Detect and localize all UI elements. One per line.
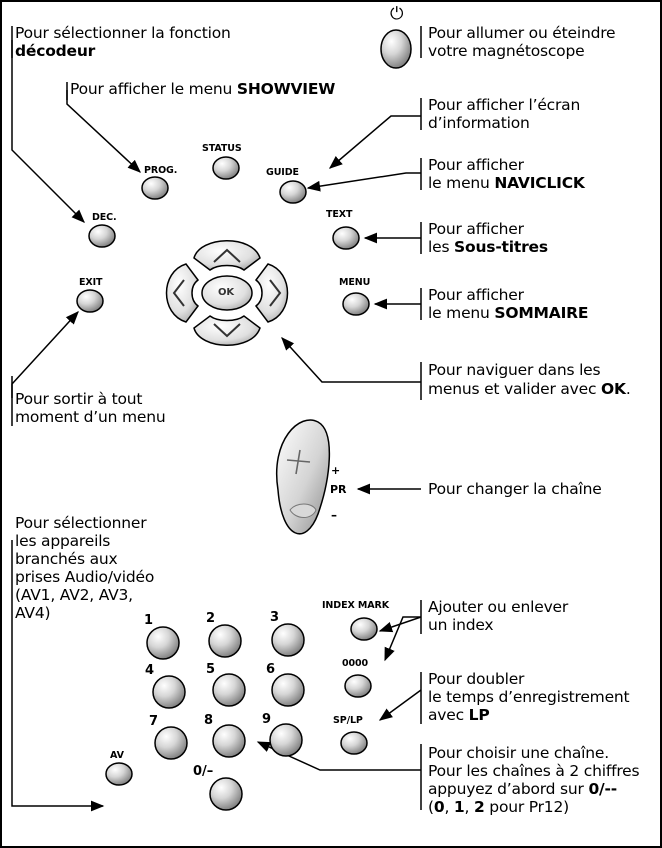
text-button-shape (332, 226, 360, 250)
digit-4-label: 4 (145, 663, 155, 678)
label-digits-line2: Pour les chaînes à 2 chiffres (428, 762, 640, 780)
digit-5-label: 5 (206, 662, 216, 677)
digit-2-label: 2 (206, 611, 216, 626)
label-decodeur-line1: Pour sélectionner la fonction (15, 24, 231, 42)
label-text-line2: les Sous-titres (428, 238, 548, 256)
av-label: AV (110, 750, 124, 761)
keypad (146, 623, 305, 811)
nav-left-shape (165, 263, 200, 323)
arrow-nav (281, 337, 421, 383)
pr-minus-label: – (331, 508, 337, 522)
nav-right-shape (254, 263, 289, 323)
digit-6-label: 6 (266, 662, 276, 677)
label-index-line2: un index (428, 616, 494, 634)
label-exit-line1: Pour sortir à tout (15, 390, 143, 408)
label-digits-line4: (0, 1, 2 pour Pr12) (428, 798, 569, 816)
index-button-shape (350, 617, 378, 641)
label-menu-line2: le menu SOMMAIRE (428, 304, 589, 322)
label-av-line1: Pour sélectionner (15, 514, 147, 532)
arrow-av (11, 540, 105, 812)
splp-button-shape (340, 731, 368, 755)
label-nav-line1: Pour naviguer dans les (428, 361, 601, 379)
label-power-line1: Pour allumer ou éteindre (428, 24, 616, 42)
label-pr: Pour changer la chaîne (428, 480, 602, 498)
digit-0-label: 0/– (193, 764, 214, 779)
dec-button-shape (88, 224, 116, 248)
menu-button-shape (342, 292, 370, 316)
text-label: TEXT (326, 209, 353, 220)
status-button-shape (212, 156, 240, 180)
label-showview: Pour afficher le menu SHOWVIEW (70, 80, 336, 98)
status-label: STATUS (202, 143, 242, 154)
pr-rocker (275, 419, 331, 535)
label-status-line1: Pour afficher l’écran (428, 96, 581, 114)
index-mark-label: INDEX MARK (322, 600, 389, 611)
menu-label: MENU (339, 277, 371, 288)
guide-label: GUIDE (266, 167, 299, 178)
digit-7-label: 7 (149, 714, 159, 729)
nav-down-shape (193, 315, 261, 346)
label-lp-line1: Pour doubler (428, 670, 525, 688)
ok-label: OK (218, 287, 235, 298)
digit-9-label: 9 (262, 712, 272, 727)
nav-cluster (165, 240, 289, 346)
label-menu-line1: Pour afficher (428, 286, 524, 304)
arrow-dec (11, 40, 85, 223)
zeros-label: 0000 (342, 658, 369, 669)
label-av-line2: les appareils (15, 532, 111, 550)
label-text-line1: Pour afficher (428, 220, 524, 238)
splp-label: SP/LP (333, 715, 363, 726)
label-av-line5: (AV1, AV2, AV3, (15, 586, 133, 604)
label-digits-line3: appuyez d’abord sur 0/-- (428, 780, 617, 798)
digit-3-label: 3 (270, 610, 280, 625)
label-av-line6: AV4) (15, 604, 51, 622)
digit-8-label: 8 (204, 713, 214, 728)
label-power-line2: votre magnétoscope (428, 42, 585, 60)
arrow-exit (11, 311, 79, 398)
exit-label: EXIT (79, 277, 103, 288)
arrow-zeros (384, 616, 421, 662)
label-av-line4: prises Audio/vidéo (15, 568, 155, 586)
pr-label: PR (330, 483, 347, 496)
label-digits-line1: Pour choisir une chaîne. (428, 744, 609, 762)
arrow-splp (378, 689, 422, 721)
av-button-shape (105, 762, 133, 786)
power-button-shape (380, 29, 412, 69)
digit-1-label: 1 (144, 613, 154, 628)
label-guide-line2: le menu NAVICLICK (428, 174, 585, 192)
label-exit-line2: moment d’un menu (15, 408, 166, 426)
label-index-line1: Ajouter ou enlever (428, 598, 569, 616)
arrow-guide (306, 172, 421, 192)
dec-label: DEC. (92, 212, 117, 223)
label-lp-line3: avec LP (428, 706, 490, 724)
prog-button-shape (141, 176, 169, 200)
nav-up-shape (193, 240, 261, 271)
label-status-line2: d’information (428, 114, 530, 132)
prog-label: PROG. (144, 165, 178, 176)
label-lp-line2: le temps d’enregistrement (428, 688, 630, 706)
arrow-prog (66, 90, 141, 173)
label-guide-line1: Pour afficher (428, 156, 524, 174)
guide-button-shape (279, 180, 307, 204)
label-nav-line2: menus et valider avec OK. (428, 380, 631, 398)
arrow-status (328, 115, 421, 169)
ok-button-shape (201, 275, 253, 311)
zeros-button-shape (344, 674, 372, 698)
power-icon: ⏻ (390, 4, 404, 24)
label-av-line3: branchés aux (15, 550, 118, 568)
exit-button-shape (76, 289, 104, 313)
pr-plus-label: + (331, 464, 341, 477)
label-decodeur-line2: décodeur (15, 42, 96, 60)
